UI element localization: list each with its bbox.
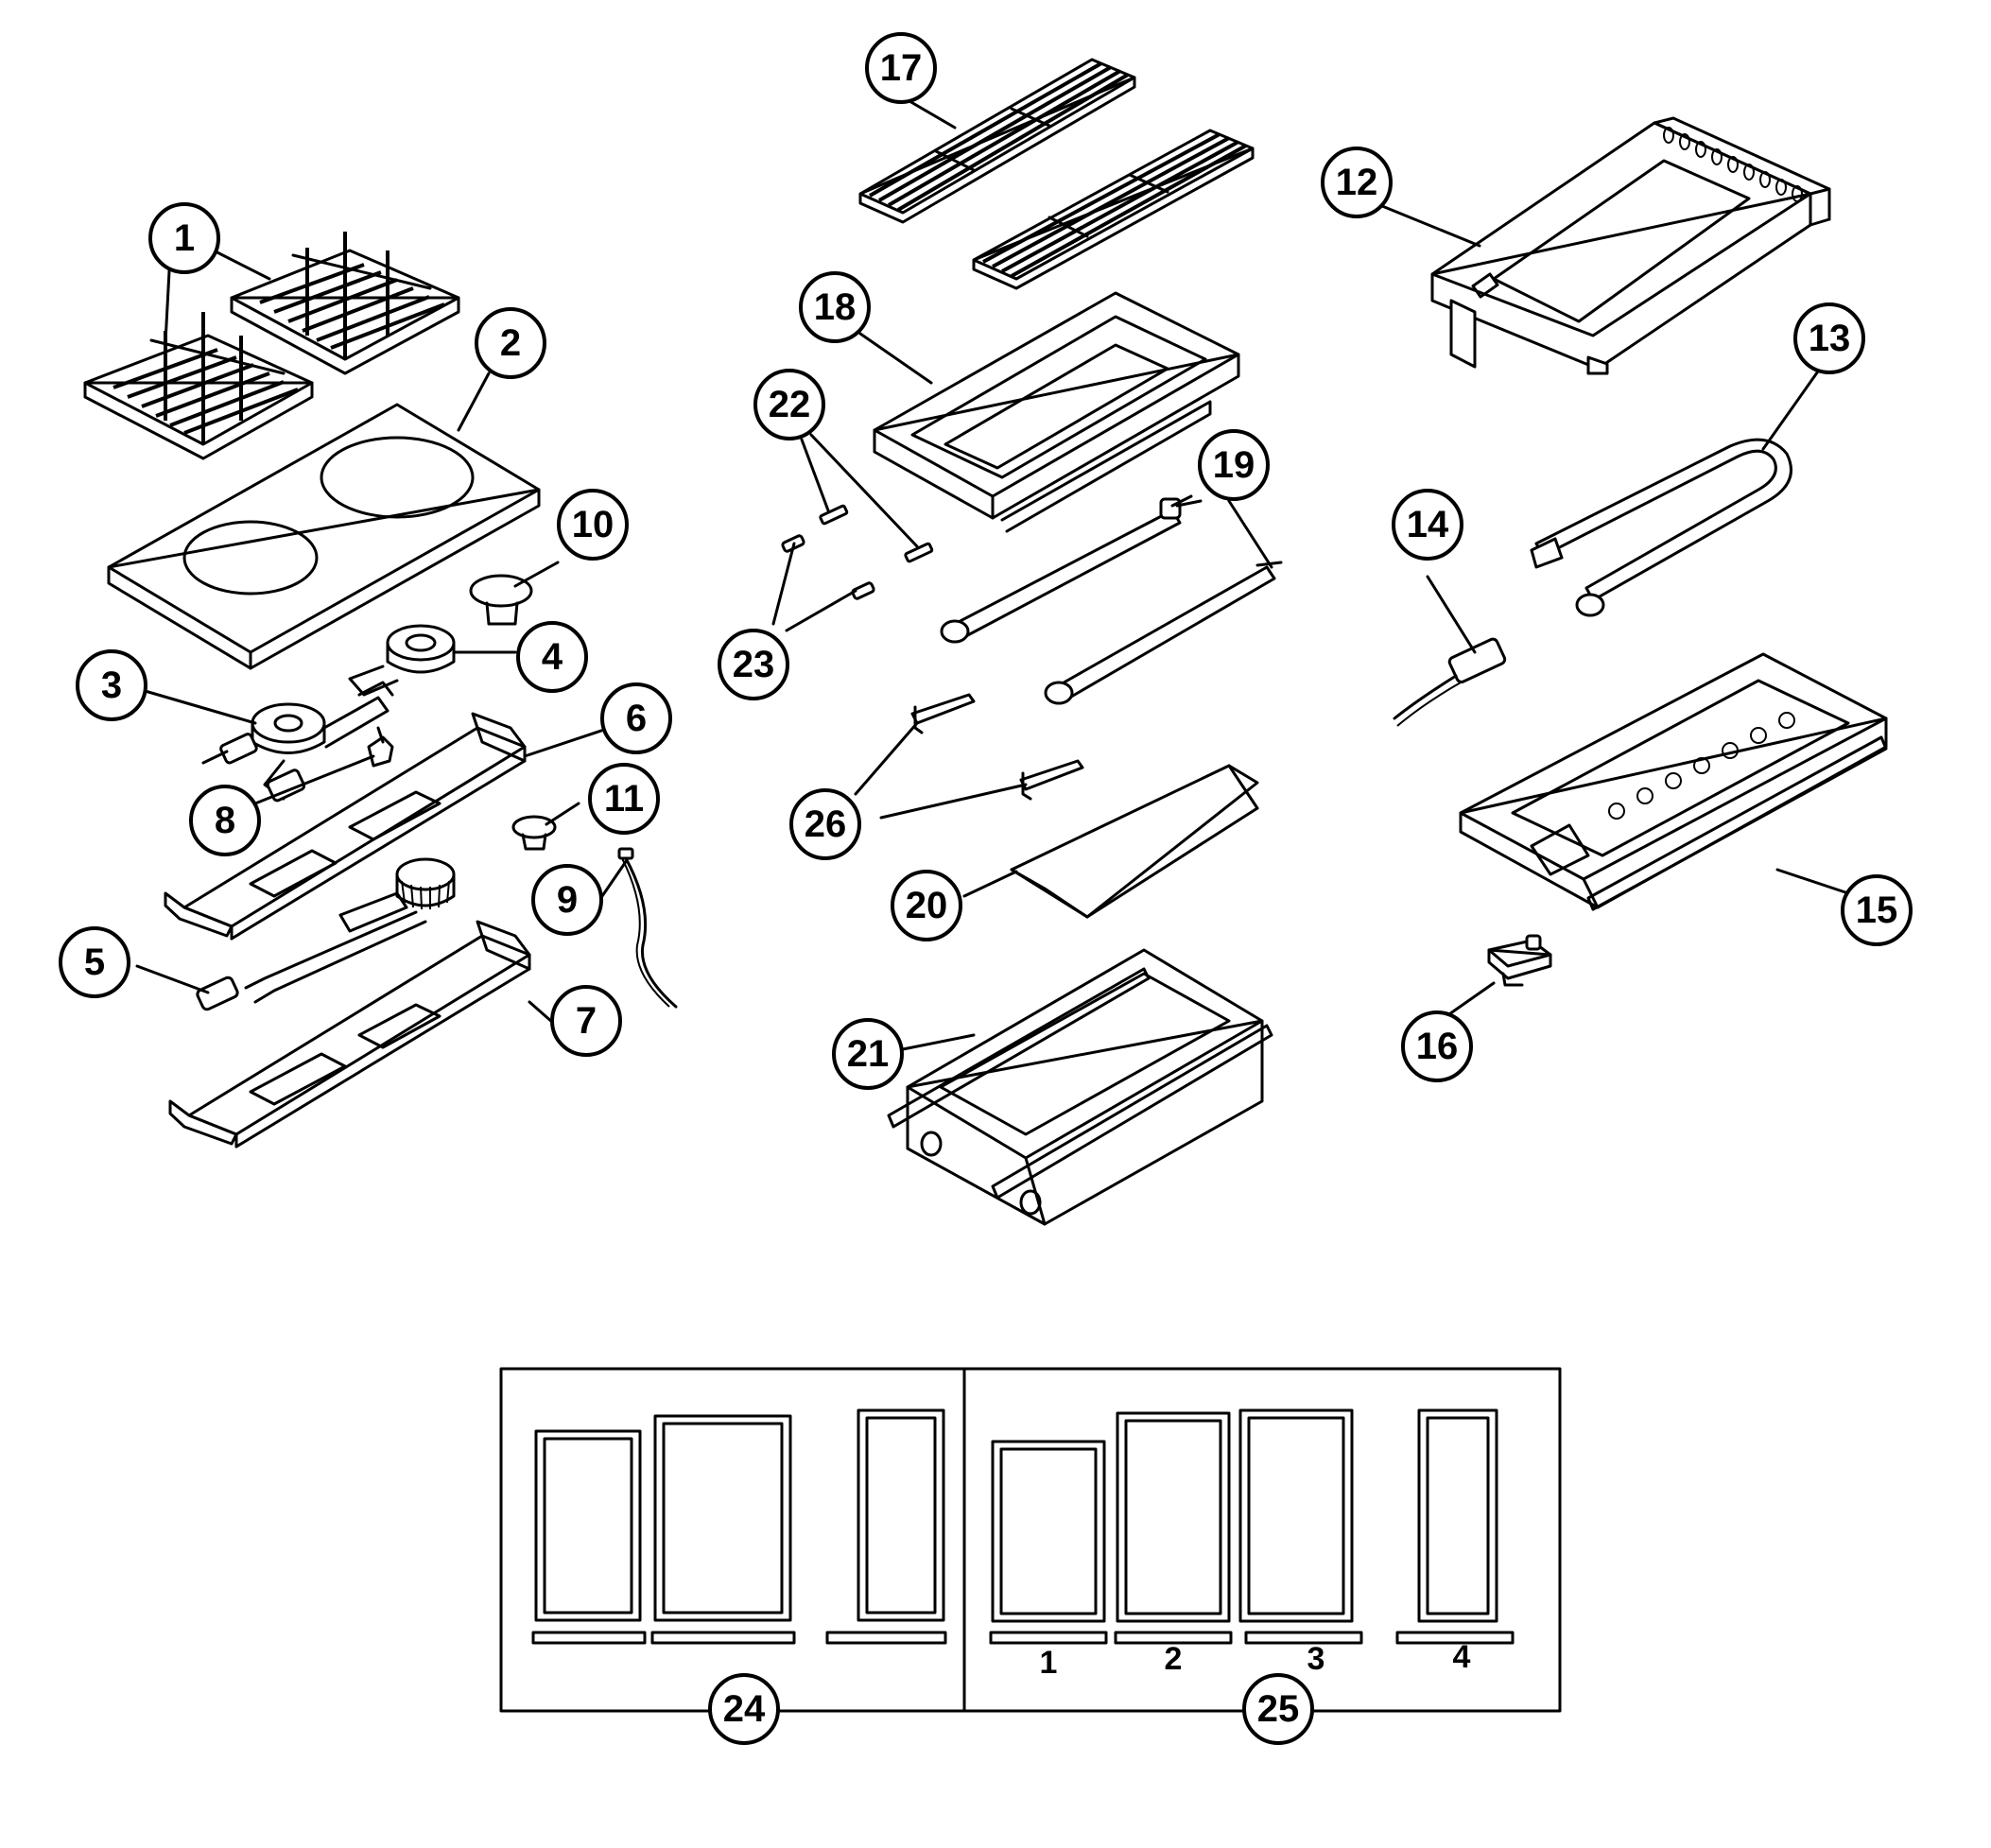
grate-left xyxy=(83,312,314,460)
callout-4: 4 xyxy=(516,621,588,693)
callout-5: 5 xyxy=(59,926,130,998)
callout-12-label: 12 xyxy=(1336,162,1378,203)
callout-2: 2 xyxy=(475,307,546,379)
callout-15-label: 15 xyxy=(1856,889,1898,931)
part-18-grill-pan xyxy=(873,291,1240,533)
callout-15: 15 xyxy=(1841,874,1913,946)
part-17-grill-grates xyxy=(858,58,1255,290)
panel-25-sublabel-3: 3 xyxy=(1307,1641,1325,1677)
callout-11: 11 xyxy=(588,763,660,835)
part-8-bracket xyxy=(367,726,394,768)
callout-14-label: 14 xyxy=(1407,504,1449,545)
callout-16: 16 xyxy=(1401,1010,1473,1082)
callout-22: 22 xyxy=(753,369,825,440)
callout-25: 25 xyxy=(1242,1673,1314,1745)
callout-9-label: 9 xyxy=(557,879,578,921)
callout-17-label: 17 xyxy=(880,47,923,89)
part-16-switch xyxy=(1487,934,1552,987)
part-21-drip-drawer xyxy=(887,948,1273,1226)
part-19-burner-tubes xyxy=(940,494,1283,705)
callout-23-label: 23 xyxy=(733,644,775,685)
grate-right xyxy=(230,232,460,375)
callout-24-label: 24 xyxy=(723,1688,766,1730)
callout-20-label: 20 xyxy=(906,885,948,926)
callout-11-label: 11 xyxy=(604,778,644,820)
callout-1: 1 xyxy=(148,202,220,274)
callout-5-label: 5 xyxy=(84,941,105,983)
callout-13: 13 xyxy=(1793,302,1865,374)
callout-10-label: 10 xyxy=(572,504,615,545)
callout-12: 12 xyxy=(1321,147,1393,218)
part-7-burner-tray xyxy=(168,920,531,1149)
callout-13-label: 13 xyxy=(1809,318,1851,359)
callout-25-label: 25 xyxy=(1257,1688,1300,1730)
part-20-heat-shield xyxy=(1010,764,1259,919)
callout-16-label: 16 xyxy=(1416,1026,1459,1067)
callout-22-label: 22 xyxy=(769,384,811,425)
part-5-single-burner xyxy=(196,857,456,1011)
callout-18-label: 18 xyxy=(814,286,857,328)
panels-frame xyxy=(499,1367,1562,1713)
callout-4-label: 4 xyxy=(542,636,563,678)
burner-tube-upper xyxy=(940,494,1193,644)
burner-box-ports xyxy=(1608,712,1795,820)
part-9-ignitor-wire xyxy=(617,847,678,1009)
griddle-vents xyxy=(1663,127,1803,202)
panel-25-sublabel-2: 2 xyxy=(1165,1641,1183,1677)
part-12-griddle xyxy=(1430,116,1831,375)
part-11-cap xyxy=(511,815,557,851)
callout-23: 23 xyxy=(718,629,789,700)
callout-6: 6 xyxy=(600,682,672,754)
burner-tube-lower xyxy=(1044,561,1283,705)
grill-grate-upper xyxy=(858,58,1136,224)
part-15-burner-box xyxy=(1459,652,1888,911)
callout-21-label: 21 xyxy=(847,1033,890,1075)
callout-10: 10 xyxy=(557,489,629,561)
callout-19-label: 19 xyxy=(1213,444,1255,486)
callout-9: 9 xyxy=(531,864,603,936)
callout-24: 24 xyxy=(708,1673,780,1745)
part-22-23-pins xyxy=(781,504,934,600)
panel-25-sublabel-4: 4 xyxy=(1453,1639,1471,1675)
part-24-panels xyxy=(531,1408,947,1645)
callout-8-label: 8 xyxy=(215,800,235,841)
part-6-burner-tray xyxy=(164,712,527,941)
callout-8: 8 xyxy=(189,785,261,856)
callout-26-label: 26 xyxy=(805,803,847,845)
part-14-ignitor xyxy=(1393,637,1507,727)
part-4-burner xyxy=(348,624,456,697)
panel-25-sublabel-1: 1 xyxy=(1040,1645,1058,1681)
callout-17: 17 xyxy=(865,32,937,104)
part-26-brackets xyxy=(910,693,1084,801)
part-10-knob xyxy=(469,574,533,626)
callout-3: 3 xyxy=(76,649,147,721)
callout-19: 19 xyxy=(1198,429,1270,501)
grill-grate-lower xyxy=(972,129,1255,290)
callout-2-label: 2 xyxy=(500,322,521,364)
part-3-burner-assembly xyxy=(201,681,394,803)
leader-lines xyxy=(135,93,1850,1051)
callout-26: 26 xyxy=(789,788,861,860)
callout-1-label: 1 xyxy=(174,217,195,259)
callout-7-label: 7 xyxy=(576,1000,597,1042)
callout-18: 18 xyxy=(799,271,871,343)
callout-21: 21 xyxy=(832,1018,904,1090)
panel-25-sublabels: 1 2 3 4 xyxy=(1040,1639,1471,1681)
part-13-u-burner xyxy=(1530,438,1792,617)
callout-20: 20 xyxy=(891,870,962,941)
part-2-cooktop-plate xyxy=(107,403,541,670)
callout-3-label: 3 xyxy=(101,665,122,706)
part-25-panels: 1 2 3 4 xyxy=(989,1408,1515,1681)
callout-7: 7 xyxy=(550,985,622,1057)
part-1-burner-grates xyxy=(83,232,460,460)
callout-14: 14 xyxy=(1392,489,1463,561)
callout-6-label: 6 xyxy=(626,698,647,739)
